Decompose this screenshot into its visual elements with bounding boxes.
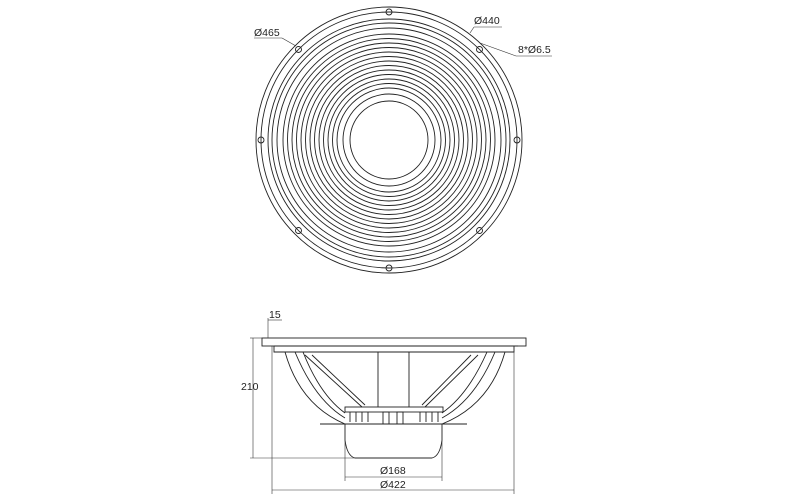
side-view: 15 210 Ø168 Ø422 xyxy=(241,309,527,494)
mounting-hole xyxy=(385,264,393,272)
basket-left-arc xyxy=(284,351,346,425)
cone-rib xyxy=(309,60,469,220)
surround-inner xyxy=(276,27,502,253)
mounting-hole xyxy=(295,227,302,234)
cone-rib xyxy=(300,51,478,229)
basket-spokes xyxy=(304,354,479,408)
cone-rib xyxy=(282,33,496,247)
surround-mid xyxy=(271,22,507,258)
basket-right-arc xyxy=(441,351,506,425)
flange xyxy=(261,337,527,347)
cone-rib xyxy=(305,56,473,224)
mounting-hole xyxy=(385,8,393,16)
cone-ribs xyxy=(282,33,496,247)
cone-rib xyxy=(287,38,491,242)
leader-440 xyxy=(469,26,475,34)
mounting-hole xyxy=(476,227,483,234)
mounting-hole xyxy=(257,136,265,144)
cone-rib xyxy=(296,47,482,233)
cone-rib xyxy=(332,83,446,197)
basket-rim xyxy=(273,345,518,353)
cone-rib xyxy=(318,69,460,211)
mounting-hole xyxy=(476,46,483,53)
mounting-hole xyxy=(295,46,302,53)
leader-465 xyxy=(281,37,297,47)
dim-flange-thickness: 15 xyxy=(269,309,281,321)
bolt-circle xyxy=(260,11,518,269)
cone-rib xyxy=(336,87,442,193)
dim-magnet-diameter: Ø168 xyxy=(380,465,406,477)
dim-outer-diameter: Ø465 xyxy=(254,27,280,39)
dim-basket-diameter: Ø422 xyxy=(380,479,406,491)
terminal-left xyxy=(382,411,390,425)
terminal-right xyxy=(396,411,404,425)
mounting-holes xyxy=(257,8,521,272)
outer-frame-circle xyxy=(255,6,523,274)
cone-rib xyxy=(323,74,455,206)
dust-cap-inner xyxy=(349,100,429,180)
cone-rib xyxy=(291,42,487,238)
surround-outer xyxy=(267,18,511,262)
dim-depth: 210 xyxy=(241,381,259,393)
magnet xyxy=(320,423,467,459)
cone-rib xyxy=(314,65,464,215)
leader-holes xyxy=(479,42,517,57)
cone-rib xyxy=(327,78,451,202)
dim-bolt-circle: Ø440 xyxy=(474,15,500,27)
top-plate xyxy=(344,406,444,413)
cooling-fins xyxy=(349,412,439,422)
front-view: Ø465 Ø440 8*Ø6.5 xyxy=(254,6,552,274)
mounting-hole xyxy=(513,136,521,144)
dust-cap-outer xyxy=(342,93,436,187)
dim-mounting-holes: 8*Ø6.5 xyxy=(518,44,551,56)
pole-lines xyxy=(377,352,410,407)
